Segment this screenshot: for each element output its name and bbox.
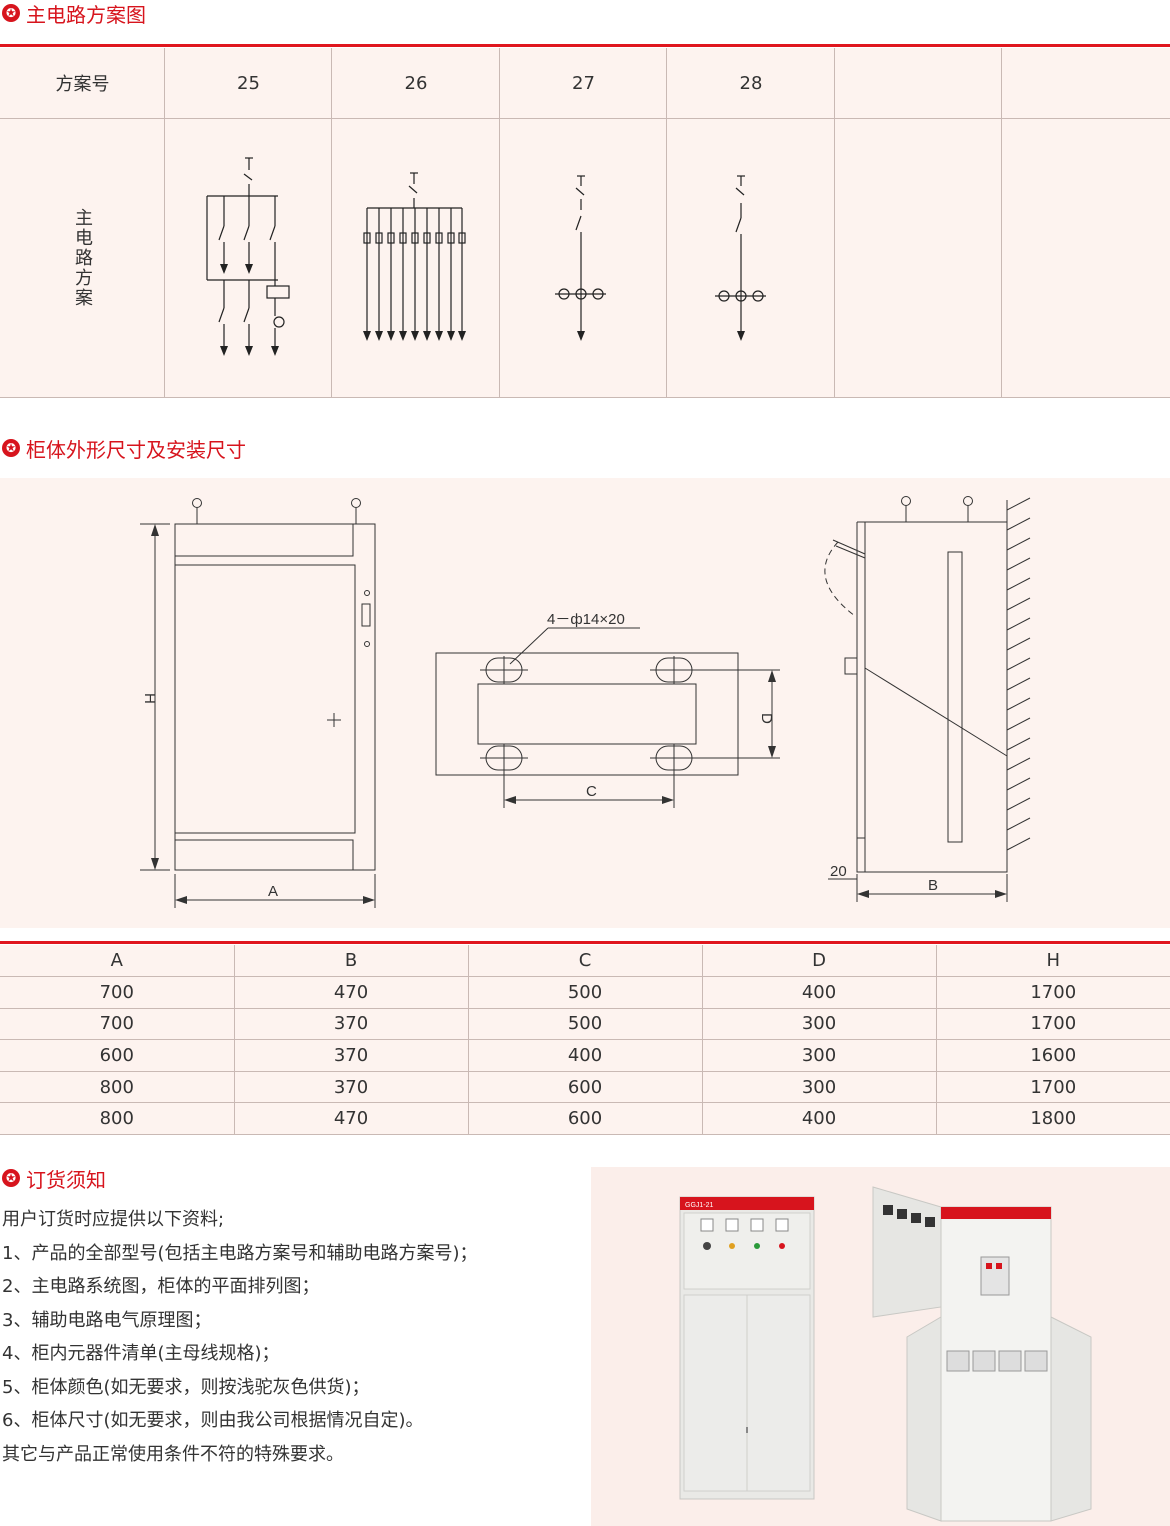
cabinet-outline-drawing: H A 4－ф14×20 C D 20 B <box>140 496 1031 908</box>
table-cell: 400 <box>702 976 937 1009</box>
table-header-cell: D <box>702 945 937 978</box>
table-row: 700 470 500 400 1700 <box>0 976 1170 1009</box>
table-cell: 300 <box>702 1039 937 1072</box>
scheme-number: 28 <box>739 72 763 94</box>
scheme-col-divider <box>667 48 835 398</box>
circuit-28 <box>715 175 766 333</box>
red-divider <box>0 44 1170 47</box>
table-header-cell: A <box>0 945 235 978</box>
product-photo: GGJ1-21 <box>591 1167 1170 1526</box>
circuit-diagrams <box>206 157 766 356</box>
dimension-table: A B C D H 700 470 500 400 1700 700 370 5… <box>0 945 1170 1136</box>
table-header-row: A B C D H <box>0 945 1170 978</box>
closed-cabinet: GGJ1-21 <box>679 1196 815 1500</box>
label-20: 20 <box>830 863 847 880</box>
table-cell: 600 <box>0 1039 235 1072</box>
label-h: H <box>141 693 158 704</box>
label-c: C <box>586 783 597 800</box>
note-line: 2、主电路系统图，柜体的平面排列图； <box>2 1276 320 1297</box>
table-cell: 500 <box>468 976 703 1009</box>
red-divider <box>0 941 1170 944</box>
dimension-drawing: H A 4－ф14×20 C D 20 B <box>0 478 1170 928</box>
table-cell: 370 <box>234 1039 469 1072</box>
table-cell: 370 <box>234 1008 469 1041</box>
table-cell: 1600 <box>936 1039 1170 1072</box>
table-cell: 600 <box>468 1102 703 1136</box>
note-line: 4、柜内元器件清单(主母线规格)； <box>2 1343 280 1364</box>
panel-label: GGJ1-21 <box>685 1202 714 1209</box>
label-b: B <box>928 877 938 894</box>
note-line: 其它与产品正常使用条件不符的特殊要求。 <box>2 1443 344 1465</box>
table-cell: 800 <box>0 1071 235 1104</box>
label-hole-spec: 4－ф14×20 <box>547 611 625 628</box>
star-badge-icon: ✪ <box>2 4 20 22</box>
scheme-col-divider <box>0 48 165 398</box>
table-cell: 1700 <box>936 1008 1170 1041</box>
section-title-main-circuit: ✪ 主电路方案图 <box>2 0 146 27</box>
table-cell: 300 <box>702 1008 937 1041</box>
star-badge-icon: ✪ <box>2 439 20 457</box>
scheme-col-divider <box>835 48 1002 398</box>
scheme-number: 25 <box>237 72 260 94</box>
section-title-text: 订货须知 <box>26 1167 106 1192</box>
table-row: 700 370 500 300 1700 <box>0 1008 1170 1041</box>
table-cell: 370 <box>234 1071 469 1104</box>
table-cell: 470 <box>234 976 469 1009</box>
side-view <box>824 496 1008 902</box>
label-a: A <box>268 883 278 900</box>
scheme-number: 27 <box>572 72 595 94</box>
table-row: 600 370 400 300 1600 <box>0 1039 1170 1072</box>
table-header-cell: H <box>936 945 1170 978</box>
table-cell: 1800 <box>936 1102 1170 1136</box>
table-header-cell: C <box>468 945 703 978</box>
scheme-row-label-text: 主电路方案 <box>72 208 93 308</box>
scheme-header-label: 方案号 <box>55 74 110 95</box>
table-cell: 400 <box>468 1039 703 1072</box>
scheme-table: 方案号 25 26 27 28 主电路方案 <box>0 48 1170 398</box>
note-line: 6、柜体尺寸(如无要求，则由我公司根据情况自定)。 <box>2 1410 424 1431</box>
note-line: 用户订货时应提供以下资料; <box>2 1209 225 1230</box>
table-cell: 600 <box>468 1071 703 1104</box>
table-cell: 800 <box>0 1102 235 1136</box>
section-title-ordering: ✪ 订货须知 <box>2 1165 106 1192</box>
note-line: 1、产品的全部型号(包括主电路方案号和辅助电路方案号)； <box>2 1242 478 1264</box>
table-cell: 700 <box>0 976 235 1009</box>
table-cell: 500 <box>468 1008 703 1041</box>
table-cell: 700 <box>0 1008 235 1041</box>
scheme-col-divider <box>500 48 667 398</box>
scheme-row-divider <box>0 118 1170 119</box>
circuit-25 <box>206 157 290 348</box>
scheme-number: 26 <box>404 72 428 94</box>
table-cell: 300 <box>702 1071 937 1104</box>
section-title-text: 主电路方案图 <box>26 2 146 27</box>
open-cabinet <box>872 1186 1092 1522</box>
table-cell: 1700 <box>936 976 1170 1009</box>
scheme-col-divider <box>332 48 500 398</box>
front-view <box>140 498 376 908</box>
scheme-col-divider <box>165 48 332 398</box>
table-cell: 400 <box>702 1102 937 1136</box>
table-row: 800 370 600 300 1700 <box>0 1071 1170 1104</box>
top-view <box>435 627 780 808</box>
table-header-cell: B <box>234 945 469 978</box>
star-badge-icon: ✪ <box>2 1169 20 1187</box>
scheme-row-label: 主电路方案 <box>0 119 164 397</box>
table-row: 800 470 600 400 1800 <box>0 1102 1170 1136</box>
scheme-row-divider <box>0 397 1170 398</box>
table-cell: 470 <box>234 1102 469 1136</box>
section-title-cabinet-size: ✪ 柜体外形尺寸及安装尺寸 <box>2 435 246 462</box>
table-cell: 1700 <box>936 1071 1170 1104</box>
circuit-26 <box>363 172 466 333</box>
wall-hatching <box>1006 497 1031 851</box>
note-line: 5、柜体颜色(如无要求，则按浅驼灰色供货)； <box>2 1376 370 1398</box>
note-line: 3、辅助电路电气原理图； <box>2 1309 212 1331</box>
circuit-27 <box>555 175 606 333</box>
ordering-notes: 用户订货时应提供以下资料; 1、产品的全部型号(包括主电路方案号和辅助电路方案号… <box>2 1203 582 1471</box>
label-d: D <box>758 713 775 724</box>
cabinet-photo-illustration: GGJ1-21 <box>679 1186 1092 1522</box>
section-title-text: 柜体外形尺寸及安装尺寸 <box>26 437 246 462</box>
